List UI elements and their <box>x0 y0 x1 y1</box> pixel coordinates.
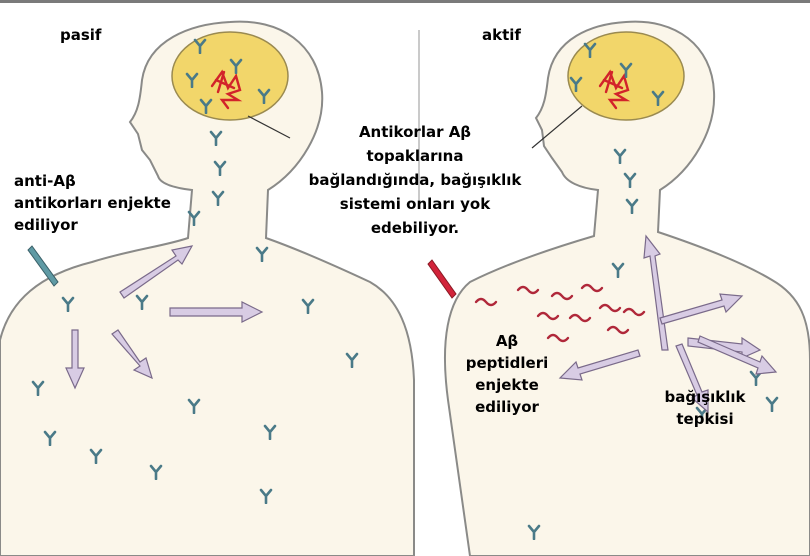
passive-explanation: Antikorlar Aβ topaklarına bağlandığında,… <box>300 120 530 240</box>
passive-needle <box>28 246 58 286</box>
active-inject-label: Aβ peptidleri enjekte ediliyor <box>452 330 562 418</box>
top-rule <box>0 0 810 3</box>
passive-inject-label: anti-Aβ antikorları enjekte ediliyor <box>14 170 171 236</box>
active-title: aktif <box>482 24 521 46</box>
active-response-label: bağışıklık tepkisi <box>650 386 760 430</box>
passive-title: pasif <box>60 24 101 46</box>
active-needle <box>428 260 456 298</box>
active-figure <box>445 22 810 556</box>
passive-figure <box>0 22 414 556</box>
